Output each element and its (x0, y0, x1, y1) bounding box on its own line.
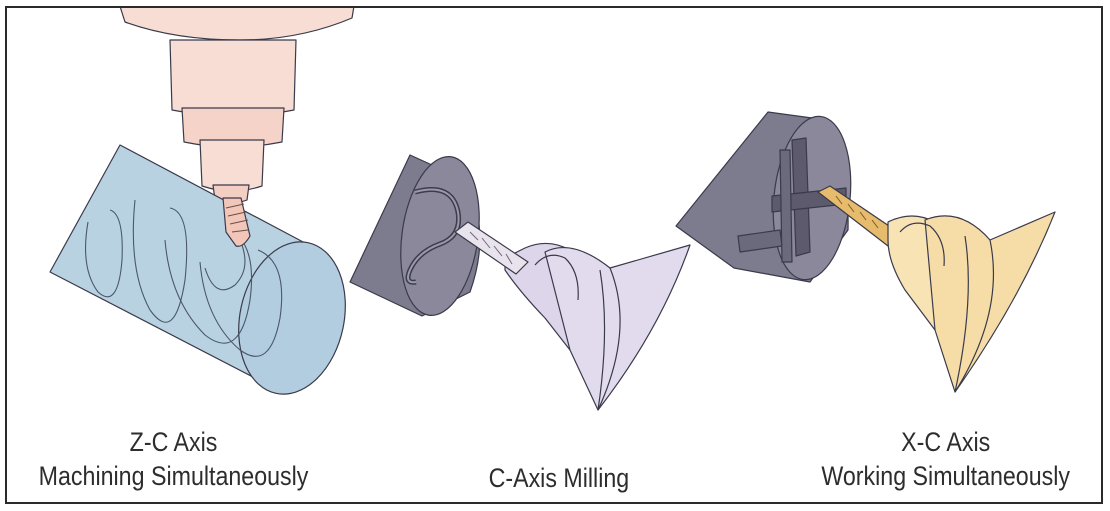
caption-zc-axis: Z-C Axis Machining Simultaneously (8, 425, 339, 493)
caption-zc-line1: Z-C Axis (8, 425, 339, 459)
caption-zc-line2: Machining Simultaneously (8, 459, 339, 493)
caption-xc-line1: X-C Axis (778, 425, 1110, 459)
caption-xc-line2: Working Simultaneously (778, 459, 1110, 493)
caption-c-line1: C-Axis Milling (460, 461, 658, 495)
caption-xc-axis: X-C Axis Working Simultaneously (778, 425, 1110, 493)
lavender-chuck (505, 243, 690, 410)
cream-chuck (888, 212, 1055, 392)
caption-c-axis: C-Axis Milling (460, 461, 658, 495)
